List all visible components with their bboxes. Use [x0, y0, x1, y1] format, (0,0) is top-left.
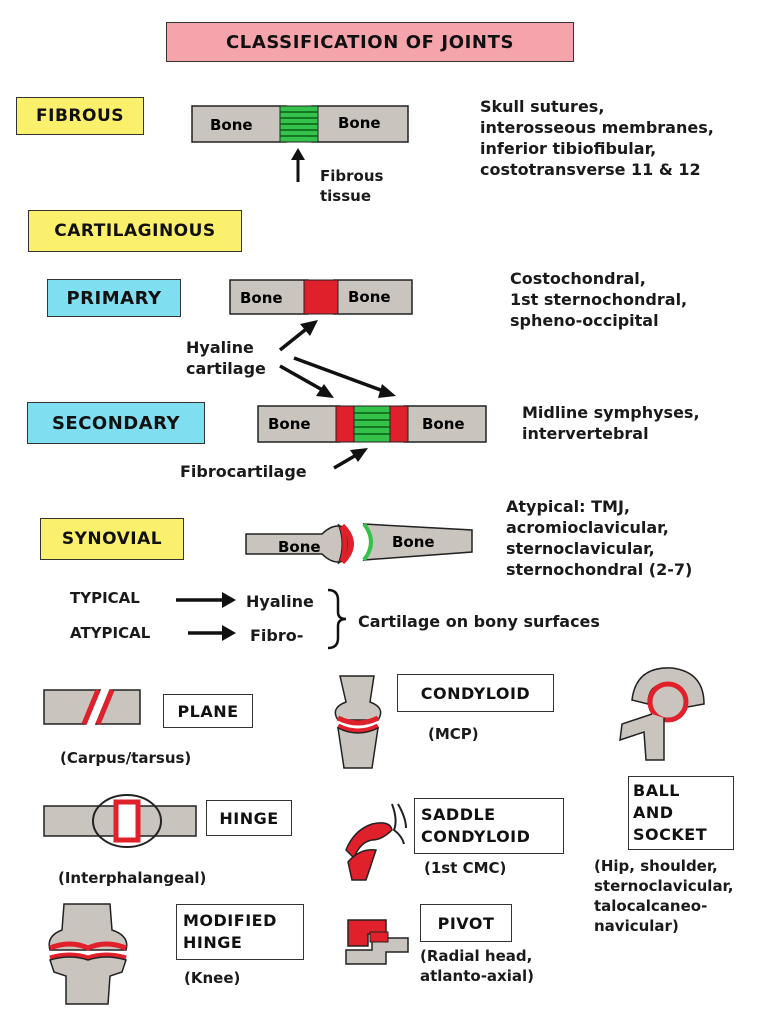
primary-joint-diagram: Bone Bone	[229, 279, 413, 315]
primary-label: PRIMARY	[47, 279, 181, 317]
fibrous-examples: Skull sutures, interosseous membranes, i…	[480, 97, 714, 179]
condyloid-joint-icon	[334, 675, 382, 769]
typical-value: Hyaline	[246, 592, 314, 611]
synovial-examples: Atypical: TMJ, acromioclavicular, sterno…	[506, 497, 693, 579]
fibrous-bone-right: Bone	[338, 114, 381, 132]
plane-example: (Carpus/tarsus)	[60, 749, 192, 767]
fibrous-tissue-label: Fibrous tissue	[320, 167, 384, 205]
primary-bone-left: Bone	[240, 289, 283, 307]
saddle-example: (1st CMC)	[424, 859, 507, 877]
synovial-bone-left: Bone	[278, 538, 321, 556]
pivot-example: (Radial head, atlanto-axial)	[420, 947, 534, 985]
saddle-joint-icon	[345, 803, 407, 881]
modified-hinge-joint-icon	[48, 903, 128, 1005]
secondary-bone-left: Bone	[268, 415, 311, 433]
pivot-label: PIVOT	[420, 904, 512, 942]
synovial-arrows	[176, 592, 236, 641]
fibrocartilage-label: Fibrocartilage	[180, 462, 307, 481]
plane-label: PLANE	[163, 694, 253, 728]
hinge-joint-icon	[43, 794, 197, 848]
typical-label: TYPICAL	[70, 589, 140, 607]
condyloid-label: CONDYLOID	[397, 674, 554, 712]
fibrous-bone-left: Bone	[210, 116, 253, 134]
modified-hinge-label: MODIFIED HINGE	[176, 904, 304, 960]
pivot-joint-icon	[345, 919, 409, 965]
synovial-joint-diagram: Bone Bone	[245, 522, 473, 565]
primary-bone-right: Bone	[348, 288, 391, 306]
fibrocartilage-arrow	[333, 448, 368, 470]
secondary-joint-diagram: Bone Bone	[257, 405, 487, 443]
hinge-label: HINGE	[206, 800, 292, 836]
secondary-bone-right: Bone	[422, 415, 465, 433]
ball-socket-label: BALL AND SOCKET	[628, 776, 734, 850]
fibrous-joint-diagram: Bone Bone	[191, 105, 409, 182]
synovial-label: SYNOVIAL	[40, 518, 184, 560]
ball-socket-joint-icon	[619, 667, 705, 761]
hyaline-arrows	[278, 320, 396, 398]
condyloid-example: (MCP)	[428, 725, 479, 743]
fibrous-label: FIBROUS	[16, 97, 144, 135]
synovial-bone-right: Bone	[392, 533, 435, 551]
secondary-examples: Midline symphyses, intervertebral	[522, 403, 700, 443]
brace-icon	[327, 588, 347, 650]
primary-examples: Costochondral, 1st sternochondral, sphen…	[510, 269, 688, 330]
atypical-value: Fibro-	[250, 626, 304, 645]
ball-socket-example: (Hip, shoulder, sternoclavicular, taloca…	[594, 857, 734, 935]
plane-joint-icon	[43, 689, 141, 725]
hinge-example: (Interphalangeal)	[58, 869, 207, 887]
atypical-label: ATYPICAL	[70, 624, 151, 642]
page-title: CLASSIFICATION OF JOINTS	[166, 22, 574, 62]
hyaline-cartilage-label: Hyaline cartilage	[186, 338, 266, 378]
secondary-label: SECONDARY	[27, 402, 205, 444]
cartilage-note: Cartilage on bony surfaces	[358, 612, 600, 631]
saddle-label: SADDLE CONDYLOID	[414, 798, 564, 854]
modified-hinge-example: (Knee)	[184, 969, 241, 987]
cartilaginous-label: CARTILAGINOUS	[28, 210, 242, 252]
